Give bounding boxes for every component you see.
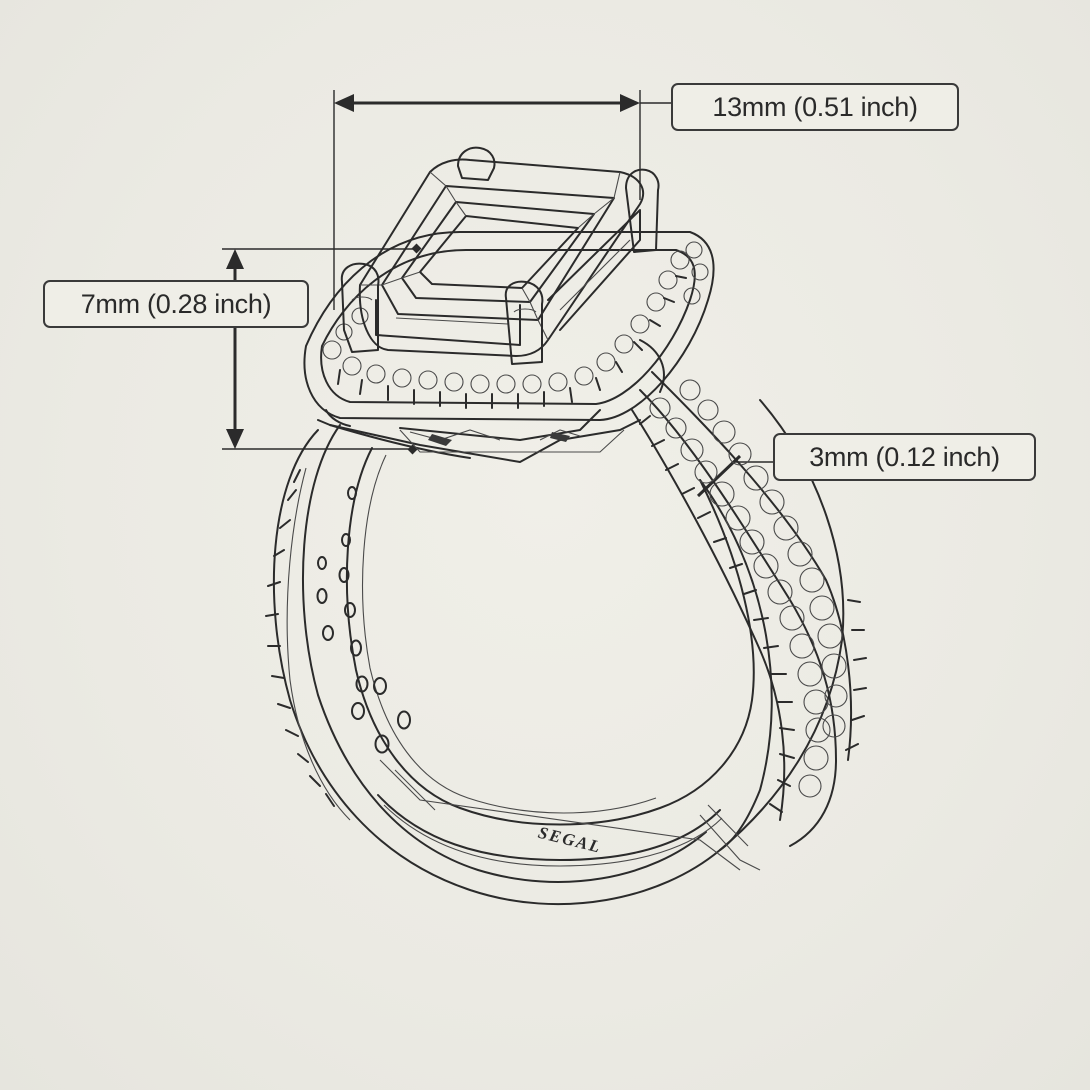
right-band-pave [631,371,867,847]
band-width-dimension-label: 3mm (0.12 inch) [773,433,1036,481]
height-dimension-label: 7mm (0.28 inch) [43,280,309,328]
brand-engraving: SEGAL [536,823,603,857]
center-prongs [340,146,660,365]
left-band-pave [265,467,351,821]
center-stone [358,158,645,357]
setting-bridge [325,339,665,453]
inner-dots [316,486,411,754]
ring-shank [272,399,845,906]
width-dimension [333,90,671,310]
width-dimension-label: 13mm (0.51 inch) [671,83,959,131]
